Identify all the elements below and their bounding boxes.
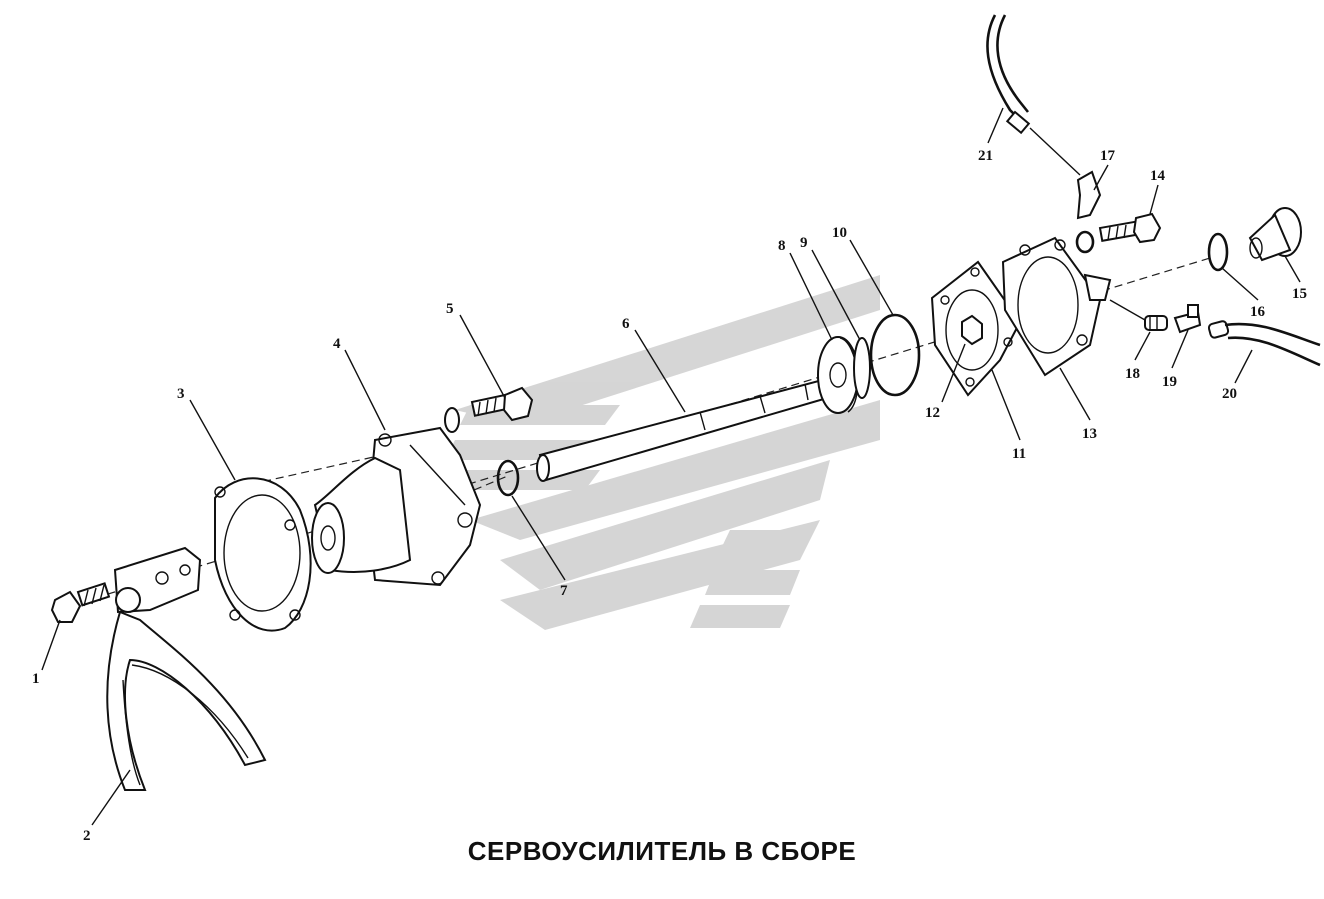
callout-12: 12 xyxy=(925,405,940,421)
callout-19: 19 xyxy=(1162,374,1177,390)
part-5-bolt xyxy=(444,386,534,433)
callout-18: 18 xyxy=(1125,366,1140,382)
part-2-shift-fork xyxy=(106,546,267,791)
part-4-cylinder-housing xyxy=(311,426,482,587)
part-10-o-ring xyxy=(869,313,921,397)
callout-3: 3 xyxy=(177,386,185,402)
callout-8: 8 xyxy=(778,238,786,254)
part-13-cover xyxy=(1001,236,1112,377)
callout-14: 14 xyxy=(1150,168,1166,184)
callout-20: 20 xyxy=(1222,386,1237,402)
callout-10: 10 xyxy=(832,225,847,241)
part-20-hose xyxy=(1207,320,1321,367)
part-16-ring xyxy=(1207,232,1229,272)
callout-5: 5 xyxy=(446,301,454,317)
part-9-seal xyxy=(853,337,871,399)
watermark-logo xyxy=(445,275,880,630)
callout-4: 4 xyxy=(333,336,341,352)
callout-11: 11 xyxy=(1012,446,1026,462)
callout-1: 1 xyxy=(32,671,40,687)
part-12-nut xyxy=(961,314,983,346)
part-1-bolt xyxy=(50,582,111,623)
callout-17: 17 xyxy=(1100,148,1116,164)
callout-21: 21 xyxy=(978,148,993,164)
diagram-caption: СЕРВОУСИЛИТЕЛЬ В СБОРЕ xyxy=(467,836,857,866)
callout-16: 16 xyxy=(1250,304,1266,320)
leader-lines xyxy=(41,107,1301,826)
part-18-fitting xyxy=(1144,315,1168,331)
part-3-gasket xyxy=(214,477,312,632)
fitting-link-line xyxy=(1109,299,1146,321)
part-7-o-ring xyxy=(496,459,520,497)
part-19-tee-fitting xyxy=(1173,304,1202,334)
part-17-elbow-fitting xyxy=(1076,170,1102,220)
callout-2: 2 xyxy=(83,828,91,844)
callout-15: 15 xyxy=(1292,286,1307,302)
assembly-axis xyxy=(94,257,1211,599)
callout-7: 7 xyxy=(560,583,568,599)
part-14-bolt xyxy=(1075,212,1162,254)
callout-6: 6 xyxy=(622,316,630,332)
callout-labels: 1 2 3 4 5 6 7 8 9 10 11 12 13 14 15 16 1… xyxy=(32,148,1307,844)
part-15-cap xyxy=(1248,207,1302,262)
callout-13: 13 xyxy=(1082,426,1097,442)
callout-9: 9 xyxy=(800,235,808,251)
part-21-pipe xyxy=(986,14,1081,176)
part-8-piston xyxy=(817,336,859,414)
